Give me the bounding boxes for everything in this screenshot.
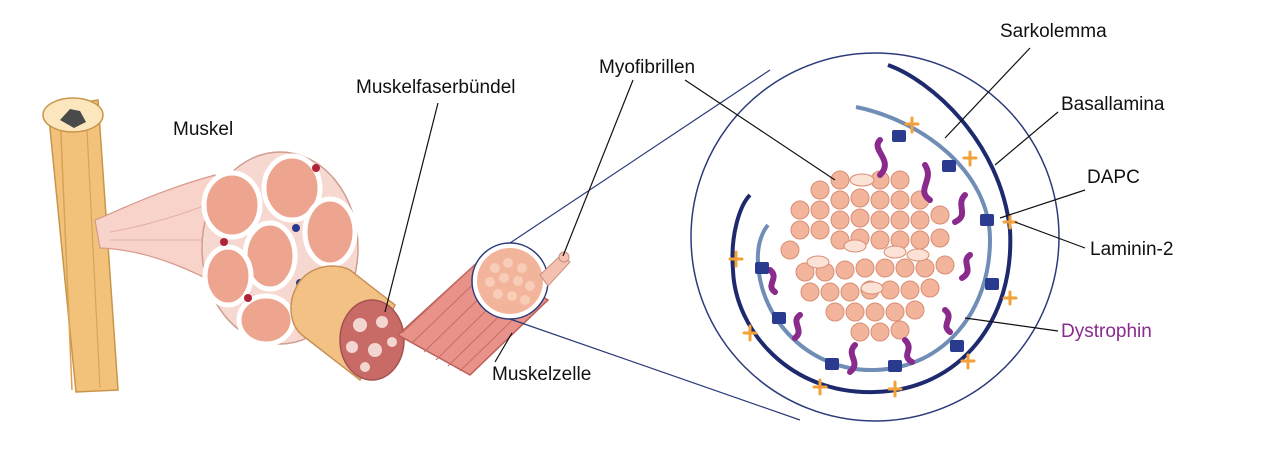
label-dystrophin: Dystrophin xyxy=(1061,321,1152,342)
label-sarkolemma: Sarkolemma xyxy=(1000,21,1107,42)
fascicle-illustration xyxy=(290,265,405,382)
label-muskelzelle: Muskelzelle xyxy=(492,364,592,385)
label-laminin2: Laminin-2 xyxy=(1090,239,1174,260)
dapc-group xyxy=(755,130,999,372)
leader-lines xyxy=(384,47,1086,363)
label-muskelfaserbuendel: Muskelfaserbündel xyxy=(356,77,516,98)
label-basallamina: Basallamina xyxy=(1061,94,1165,115)
basal-lamina-arc xyxy=(730,63,1013,395)
laminin-group xyxy=(728,116,1018,398)
label-muskel: Muskel xyxy=(173,119,234,140)
zoom-connectors xyxy=(509,69,801,421)
label-dapc: DAPC xyxy=(1087,167,1140,188)
dystrophin-group xyxy=(767,137,973,375)
myofibrils-group xyxy=(780,170,955,342)
label-myofibrillen: Myofibrillen xyxy=(599,57,696,78)
muscle-fiber-illustration xyxy=(396,242,571,376)
bone-illustration xyxy=(42,97,119,393)
mitochondria-group xyxy=(806,173,930,295)
